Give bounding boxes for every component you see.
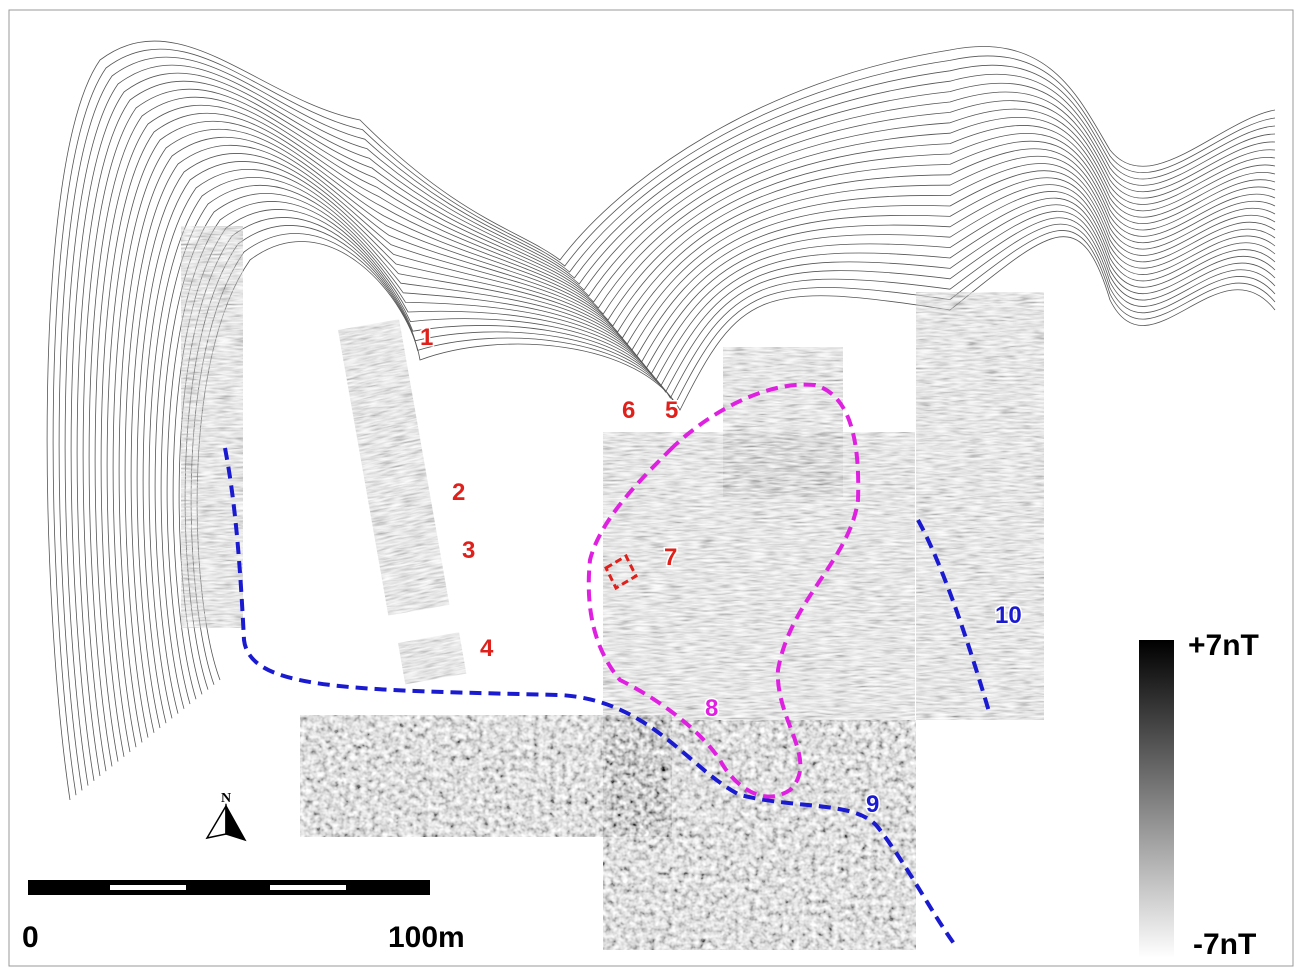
intensity-legend: +7nT -7nT — [1139, 629, 1259, 961]
label-8: 8 — [705, 695, 718, 722]
label-5: 5 — [665, 397, 678, 424]
scale-bar: 0 100m — [22, 880, 465, 954]
label-10: 10 — [995, 602, 1022, 629]
contour-line — [88, 96, 1276, 767]
survey-grid-central — [603, 432, 915, 722]
contour-line — [148, 176, 1276, 719]
contour-line — [118, 136, 1276, 743]
label-4: 4 — [480, 635, 494, 662]
north-arrow-right-icon — [225, 803, 247, 842]
north-arrow-left-icon — [205, 803, 227, 840]
contour-line — [142, 168, 1276, 724]
north-label: N — [221, 791, 231, 806]
contour-line — [112, 128, 1276, 748]
contour-line — [70, 72, 1276, 781]
boundary-9-line — [223, 447, 957, 947]
interpretation-lines — [223, 382, 992, 947]
contour-line — [52, 48, 1276, 796]
feature-labels: 1 2 3 4 5 6 7 8 9 10 — [419, 323, 1024, 820]
contour-line — [124, 144, 1276, 738]
map-frame — [8, 9, 1294, 967]
contour-line — [46, 40, 1276, 801]
legend-gradient — [1139, 640, 1174, 958]
survey-grid-small — [398, 632, 467, 685]
contour-line — [58, 56, 1276, 791]
scale-end-label: 100m — [388, 921, 465, 954]
contour-line — [64, 64, 1276, 786]
contour-line — [94, 104, 1276, 762]
contour-line — [106, 120, 1276, 753]
legend-min-label: -7nT — [1193, 928, 1256, 961]
survey-grids — [181, 226, 1044, 950]
label-2: 2 — [452, 479, 465, 506]
contour-line — [130, 152, 1276, 733]
contour-line — [100, 112, 1276, 757]
contour-line — [76, 80, 1276, 777]
contour-line — [82, 88, 1276, 772]
survey-grid-east — [916, 292, 1044, 720]
survey-grid-west — [181, 226, 243, 628]
legend-max-label: +7nT — [1188, 629, 1259, 662]
label-7: 7 — [664, 544, 677, 571]
label-6: 6 — [622, 397, 635, 424]
survey-grid-strip — [338, 319, 450, 616]
contour-line — [136, 160, 1276, 729]
label-3: 3 — [462, 537, 475, 564]
label-1: 1 — [420, 324, 433, 351]
north-arrow: N — [205, 791, 247, 842]
feature-7-box — [604, 553, 638, 591]
enclosure-8-outline — [586, 382, 861, 799]
boundary-10-line — [916, 519, 992, 716]
label-9: 9 — [866, 791, 879, 818]
scale-start-label: 0 — [22, 921, 39, 954]
survey-grid-south — [603, 720, 916, 950]
contour-line — [154, 185, 1276, 714]
